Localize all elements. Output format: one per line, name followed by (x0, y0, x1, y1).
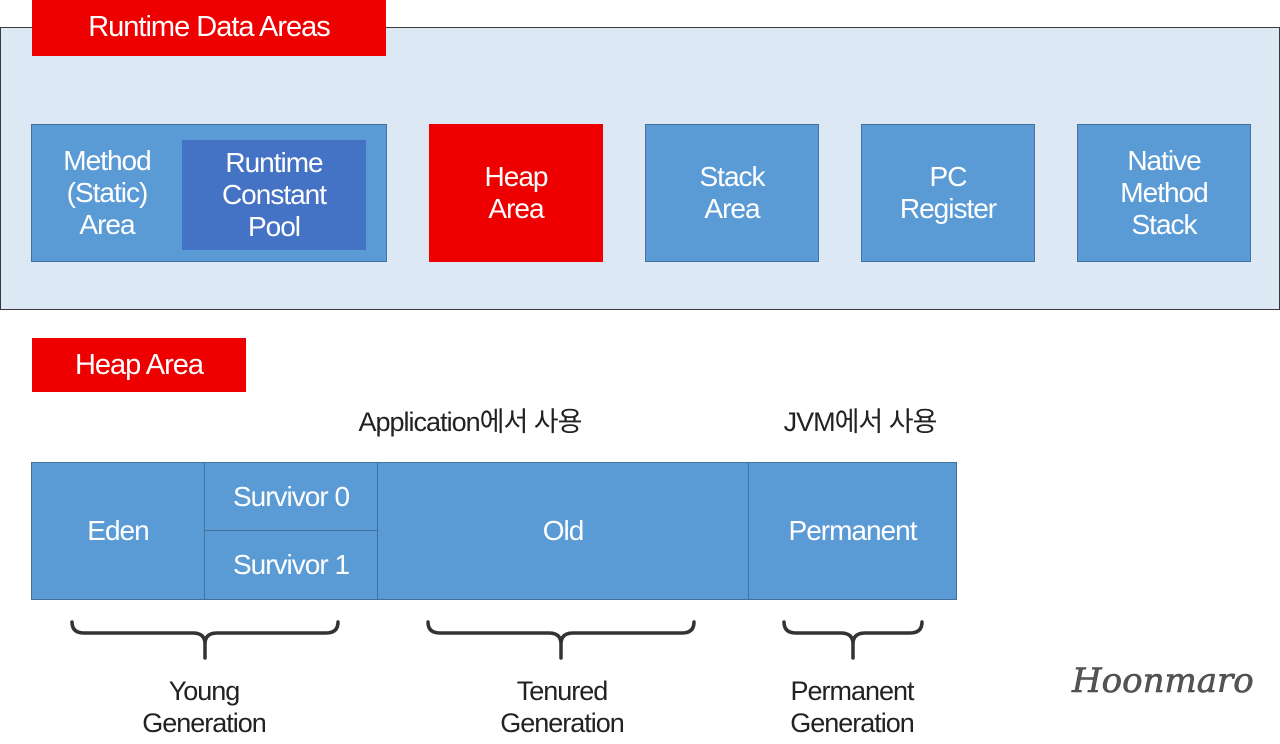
permanent-generation-label: Permanent Generation (790, 676, 915, 738)
application-usage-caption: Application에서 사용 (358, 407, 583, 437)
heap-area-title: Heap Area (32, 338, 246, 392)
stack-area-box: Stack Area (645, 124, 819, 262)
method-area-label: Method (Static) Area (63, 145, 151, 240)
young-generation-label: Young Generation (142, 676, 267, 738)
tenured-generation-brace (426, 620, 696, 660)
young-generation-brace (70, 620, 340, 660)
svg-text:Hoonmaro: Hoonmaro (1071, 661, 1254, 701)
survivor-0-cell: Survivor 0 (205, 463, 378, 531)
heap-structure-bar: Eden Survivor 0 Survivor 1 Old Permanent (31, 462, 957, 600)
pc-register-box: PC Register (861, 124, 1035, 262)
eden-cell: Eden (32, 463, 205, 599)
permanent-cell: Permanent (788, 515, 918, 546)
permanent-generation-brace (782, 620, 924, 660)
native-method-stack-box: Native Method Stack (1077, 124, 1251, 262)
runtime-data-areas-title: Runtime Data Areas (32, 0, 386, 56)
jvm-usage-caption: JVM에서 사용 (783, 407, 938, 437)
old-cell: Old (378, 463, 749, 599)
runtime-constant-pool-box: Runtime Constant Pool (182, 140, 366, 250)
heap-area-box: Heap Area (429, 124, 603, 262)
tenured-generation-label: Tenured Generation (500, 676, 625, 738)
hoonmaro-signature-logo: Hoonmaro (1071, 661, 1254, 702)
survivor-1-cell: Survivor 1 (205, 531, 378, 599)
